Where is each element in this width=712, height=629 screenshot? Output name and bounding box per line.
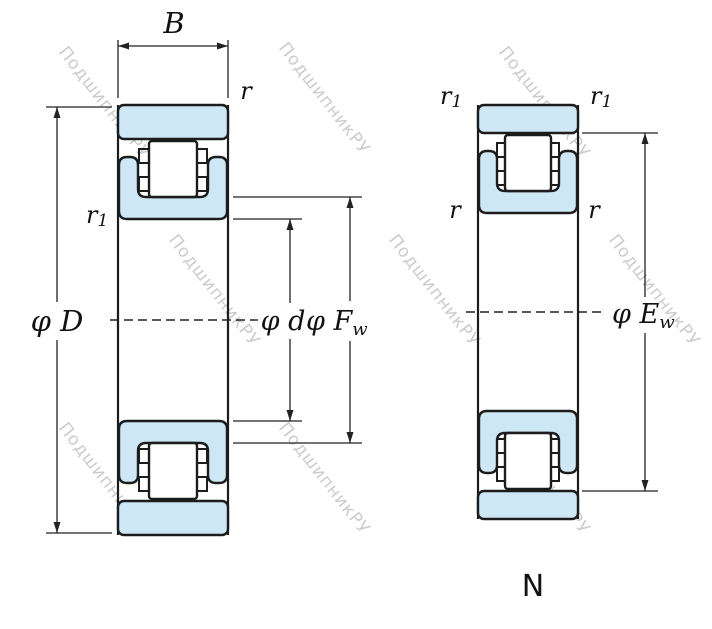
roller-section — [147, 441, 199, 501]
r1-sub: 1 — [601, 92, 612, 112]
r1-main: r — [590, 82, 603, 110]
r1-sub: 1 — [451, 92, 462, 112]
cage-hook — [496, 170, 505, 186]
watermark-text: ПодшипникРУ — [164, 231, 264, 351]
left-bearing-view — [110, 103, 258, 537]
watermark-text: ПодшипникРУ — [604, 231, 704, 351]
dim-outer-diameter-D: φ D — [31, 106, 112, 534]
dim-label-outer-diameter: φ D — [31, 304, 84, 338]
dim-label-inner-corner-radius: r1 — [86, 201, 108, 231]
outer-ring-section — [116, 499, 230, 537]
roller-section — [503, 133, 553, 193]
cage-hook — [496, 438, 505, 454]
cage-hook — [138, 148, 149, 164]
dim-label-top-left-corner-radius: r1 — [440, 82, 462, 112]
right-bearing-view — [466, 103, 604, 521]
dim-bore-diameter-d: φ d — [233, 218, 306, 422]
left-bearing-top-section — [116, 103, 230, 221]
right-bearing-bottom-section — [476, 409, 580, 521]
Ew-sub: w — [659, 312, 675, 333]
watermark-text: ПодшипникРУ — [274, 39, 374, 159]
watermark-text: ПодшипникРУ — [384, 231, 484, 351]
outer-ring-section — [476, 103, 580, 135]
left-bearing-bottom-section — [116, 419, 230, 537]
cage-hook — [138, 176, 149, 192]
cage-hook — [551, 466, 560, 482]
dim-label-bore-diameter: φ d — [261, 306, 306, 337]
Fw-main: φ F — [306, 306, 353, 337]
cage-hook — [496, 466, 505, 482]
dim-label-corner-radius: r — [240, 77, 253, 105]
dim-width-B: B — [117, 6, 229, 98]
Fw-sub: w — [352, 319, 368, 340]
cage-hook — [197, 448, 208, 464]
Ew-main: φ E — [612, 299, 659, 330]
cage-hook — [551, 142, 560, 158]
watermark-text: ПодшипникРУ — [274, 419, 374, 539]
roller-section — [503, 431, 553, 491]
dim-label-top-right-corner-radius: r1 — [590, 82, 612, 112]
cage-hook — [138, 476, 149, 492]
dim-label-width: B — [162, 6, 184, 40]
r1-main: r — [86, 201, 99, 229]
cage-hook — [138, 448, 149, 464]
cage-hook — [551, 170, 560, 186]
cage-hook — [197, 176, 208, 192]
outer-ring-section — [476, 489, 580, 521]
dim-raceway-diameter-Fw: φ Fw — [233, 196, 368, 444]
dim-label-flange-right-corner-radius: r — [588, 196, 601, 224]
bearing-type-label: N — [522, 569, 544, 604]
right-bearing-top-section — [476, 103, 580, 215]
dim-label-outer-raceway-diameter: φ Ew — [612, 299, 675, 333]
cage-hook — [551, 438, 560, 454]
dim-outer-raceway-diameter-Ew: φ Ew — [582, 132, 675, 492]
r1-sub: 1 — [97, 211, 108, 231]
r1-main: r — [440, 82, 453, 110]
dim-label-flange-left-corner-radius: r — [449, 196, 462, 224]
outer-ring-section — [116, 103, 230, 141]
dim-label-inner-raceway-diameter: φ Fw — [306, 306, 368, 340]
watermark-text: ПодшипникРУ — [54, 43, 154, 163]
cage-hook — [197, 148, 208, 164]
cage-hook — [496, 142, 505, 158]
cage-hook — [197, 476, 208, 492]
roller-section — [147, 139, 199, 199]
